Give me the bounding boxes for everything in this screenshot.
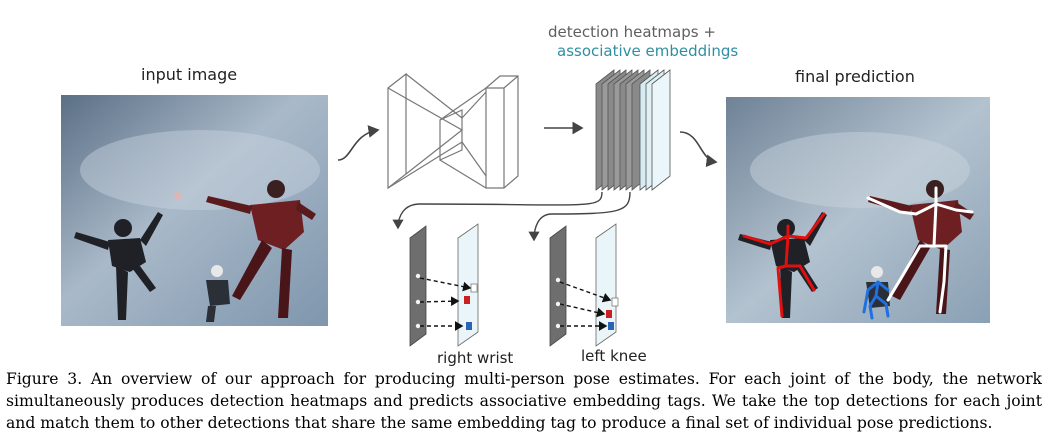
figure-caption: Figure 3. An overview of our approach fo…	[6, 370, 1042, 432]
heatmap-stack	[595, 69, 671, 191]
connector-right-wrist	[392, 191, 603, 230]
connector-left-knee	[528, 191, 631, 242]
network-label-heatmaps: detection heatmaps +	[548, 23, 716, 41]
left-knee-label: left knee	[581, 347, 647, 365]
input-to-network-arrow	[337, 125, 380, 161]
heatmaps-to-output-arrow	[679, 131, 718, 168]
input-image	[61, 95, 328, 326]
tag-panel-left-knee	[549, 223, 619, 347]
network-label-embeddings: associative embeddings	[557, 42, 739, 60]
final-prediction-label: final prediction	[795, 67, 915, 86]
hourglass-network	[387, 72, 519, 190]
input-image-label: input image	[141, 65, 238, 84]
output-image	[726, 97, 990, 323]
tag-panel-right-wrist	[409, 223, 479, 347]
right-wrist-label: right wrist	[437, 349, 514, 367]
